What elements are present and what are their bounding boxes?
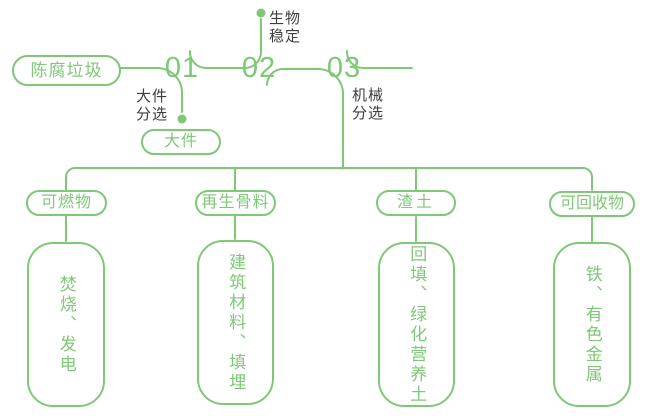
- connector-dot-bulky: [177, 114, 187, 124]
- category-label: 再生骨料: [201, 194, 270, 211]
- disposal-box-iron-nonferrous-metal: 铁、有色金属: [553, 242, 631, 407]
- disposal-box-building-materials-landfill: 建筑材料、填埋: [197, 240, 274, 405]
- category-pill-recyclables: 可回收物: [549, 191, 635, 217]
- bulky-item-label: 大件: [163, 133, 198, 150]
- step03-label-mechanical-sorting: 机械 分选: [352, 87, 385, 122]
- disposal-text: 建筑材料、填埋: [226, 252, 246, 393]
- step02-label-bio-stabilization: 生物 稳定: [269, 10, 302, 45]
- line-source-to-step01: [120, 67, 183, 113]
- category-label: 可回收物: [559, 195, 624, 212]
- category-pill-slag-soil: 渣土: [376, 190, 456, 216]
- category-pill-combustible: 可燃物: [26, 190, 107, 216]
- source-pill-aged-waste: 陈腐垃圾: [12, 55, 121, 86]
- line-step02-to-distribution: [266, 68, 344, 169]
- step-number-03: 03: [326, 52, 362, 84]
- disposal-text: 回填、绿化营养土: [407, 244, 427, 405]
- category-label: 渣土: [396, 194, 435, 211]
- step-number-01: 01: [164, 52, 200, 84]
- distribution-rail: [65, 167, 593, 191]
- category-pill-recycled-aggregate: 再生骨料: [195, 190, 276, 216]
- category-label: 可燃物: [40, 194, 92, 211]
- line-step01-to-step02: [188, 18, 262, 70]
- disposal-box-backfill-greening-soil: 回填、绿化营养土: [378, 242, 455, 407]
- disposal-text: 铁、有色金属: [582, 264, 602, 385]
- step-number-02: 02: [241, 52, 277, 84]
- disposal-text: 焚烧、发电: [56, 274, 76, 375]
- bulky-item-pill: 大件: [141, 129, 221, 155]
- step01-label-bulky-sorting: 大件 分选: [136, 88, 169, 123]
- source-label: 陈腐垃圾: [30, 61, 103, 80]
- disposal-box-incineration-power: 焚烧、发电: [27, 242, 105, 407]
- line-step03-tail: [345, 50, 413, 70]
- connector-dot-bio: [256, 8, 266, 18]
